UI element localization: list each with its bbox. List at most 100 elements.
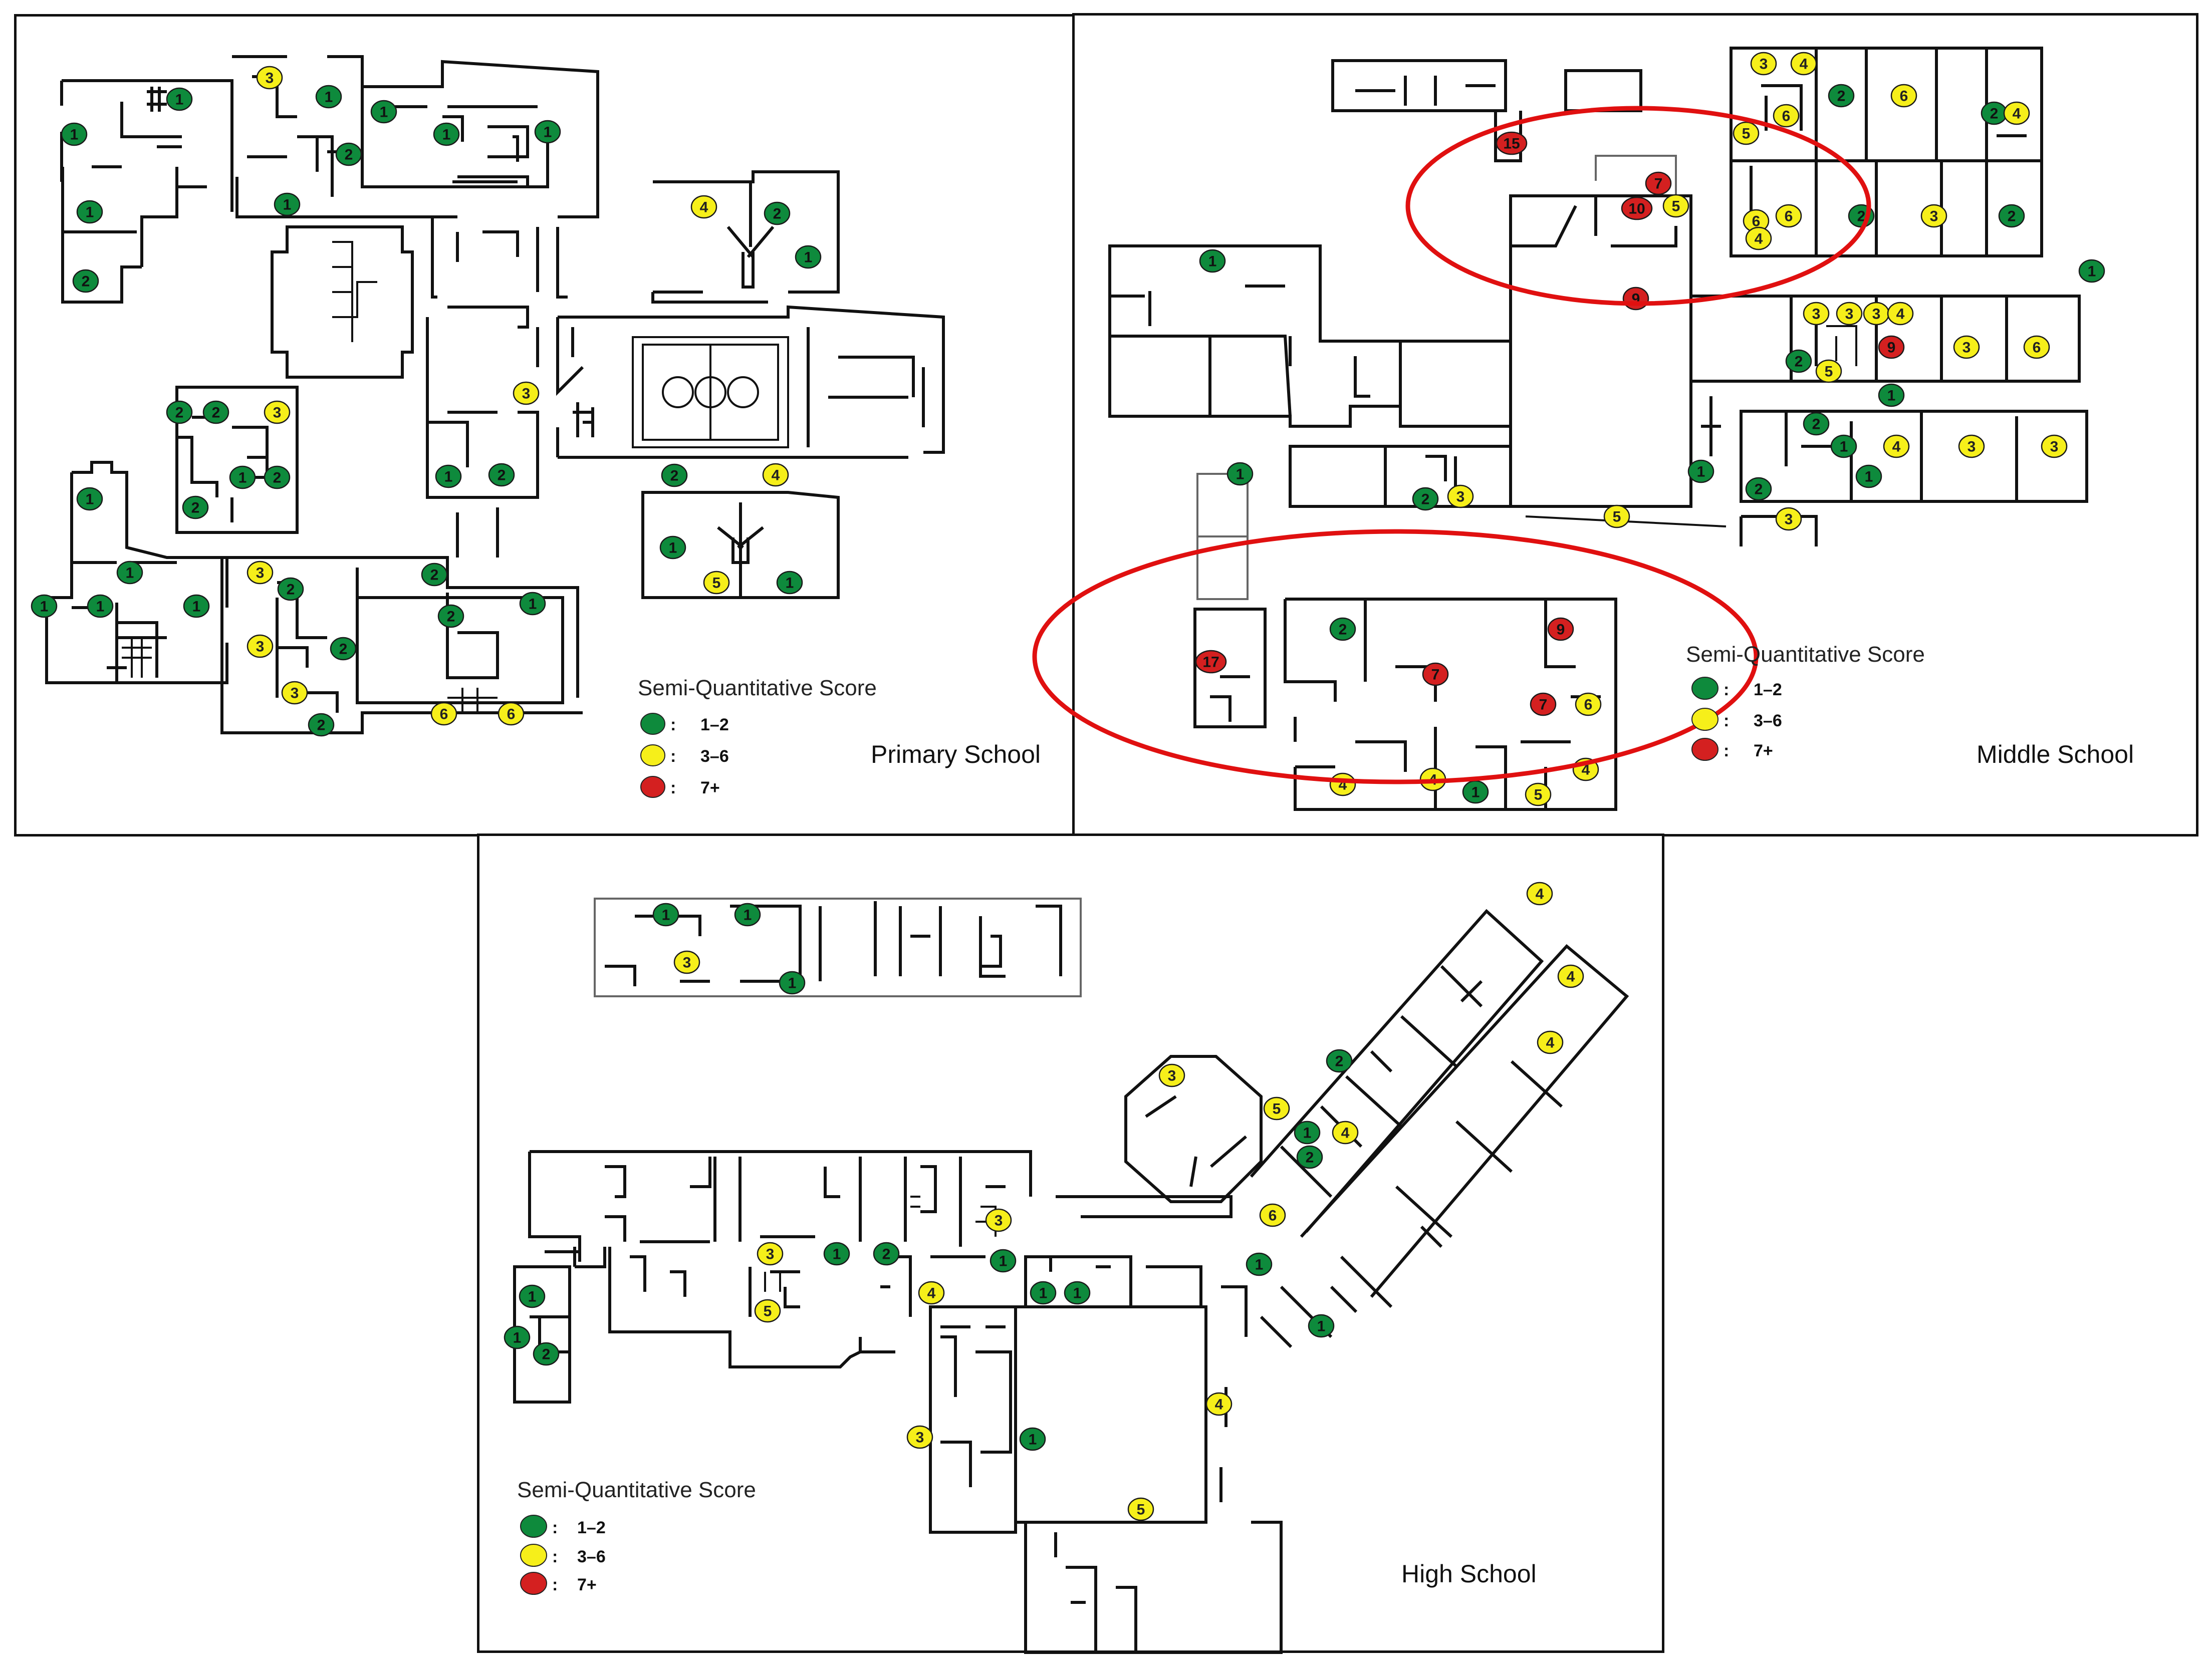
score-marker-value: 3 bbox=[256, 639, 265, 655]
score-marker-dot bbox=[247, 561, 274, 585]
score-marker-value: 9 bbox=[1557, 622, 1565, 638]
score-marker-value: 1 bbox=[86, 491, 94, 508]
score-marker: 1 bbox=[1855, 464, 1882, 488]
score-marker: 1 bbox=[433, 122, 460, 146]
score-marker: 3 bbox=[1958, 434, 1985, 458]
score-marker-dot bbox=[533, 1342, 560, 1366]
score-marker-value: 2 bbox=[1990, 106, 1999, 122]
score-marker-value: 1 bbox=[325, 89, 333, 106]
score-marker-value: 3 bbox=[256, 565, 265, 582]
highlight-circle-south bbox=[1032, 529, 1759, 784]
score-marker-dot bbox=[779, 971, 806, 995]
score-marker-value: 3 bbox=[1845, 306, 1854, 323]
score-marker-value: 1 bbox=[999, 1253, 1008, 1270]
score-marker-dot bbox=[433, 122, 460, 146]
score-marker-value: 4 bbox=[1567, 969, 1575, 985]
score-marker-dot bbox=[1790, 52, 1817, 76]
score-marker-value: 1 bbox=[444, 469, 453, 485]
score-marker-value: 2 bbox=[1795, 354, 1803, 370]
legend-label-green: 1–2 bbox=[700, 715, 729, 734]
score-marker-dot bbox=[1775, 204, 1802, 228]
score-marker: 5 bbox=[1127, 1497, 1154, 1521]
score-marker-value: 3 bbox=[995, 1213, 1003, 1229]
score-marker-value: 5 bbox=[712, 575, 721, 592]
score-marker-value: 3 bbox=[273, 405, 282, 421]
score-marker: 1 bbox=[659, 535, 686, 560]
score-marker-dot bbox=[72, 269, 99, 293]
score-marker-value: 2 bbox=[82, 273, 90, 290]
score-marker-dot bbox=[519, 592, 546, 616]
score-marker-value: 3 bbox=[683, 955, 691, 971]
score-marker: 1 bbox=[116, 561, 143, 585]
score-marker-value: 3 bbox=[766, 1246, 775, 1263]
score-marker-dot bbox=[1030, 1281, 1057, 1305]
score-marker-dot bbox=[1246, 1252, 1273, 1276]
legend-swatch-red bbox=[640, 776, 665, 798]
score-marker-dot bbox=[308, 713, 335, 737]
score-marker-value: 2 bbox=[430, 567, 439, 584]
score-marker-dot bbox=[1883, 434, 1910, 458]
score-marker-value: 2 bbox=[1755, 481, 1763, 498]
score-marker-value: 1 bbox=[1255, 1257, 1264, 1273]
score-marker-dot bbox=[61, 122, 88, 146]
score-marker-value: 3 bbox=[1968, 439, 1976, 455]
score-marker-value: 5 bbox=[1742, 126, 1751, 142]
legend-swatch-red bbox=[520, 1572, 547, 1595]
score-marker-value: 1 bbox=[1073, 1285, 1082, 1302]
score-marker-value: 7 bbox=[1654, 176, 1663, 192]
score-marker-value: 3 bbox=[291, 685, 299, 702]
score-marker-dot bbox=[335, 142, 362, 166]
score-marker: 3 bbox=[264, 400, 291, 424]
score-marker-dot bbox=[330, 637, 357, 661]
score-marker: 3 bbox=[1863, 302, 1890, 326]
score-marker-dot bbox=[31, 594, 58, 618]
score-marker-value: 2 bbox=[317, 717, 326, 734]
score-marker: 3 bbox=[2041, 434, 2068, 458]
score-marker-value: 6 bbox=[440, 706, 448, 723]
score-marker-value: 1 bbox=[669, 540, 677, 557]
legend-label-red: 7+ bbox=[700, 778, 720, 797]
legend-label-yellow: 3–6 bbox=[700, 747, 729, 766]
score-marker-value: 1 bbox=[1471, 784, 1480, 801]
legend-swatch-yellow bbox=[640, 744, 665, 766]
score-marker-dot bbox=[659, 535, 686, 560]
score-marker: 4 bbox=[1883, 434, 1910, 458]
score-marker-value: 2 bbox=[1857, 208, 1866, 225]
score-marker-dot bbox=[513, 381, 540, 405]
score-marker-dot bbox=[762, 463, 789, 487]
score-marker: 1 bbox=[2078, 259, 2105, 283]
score-marker: 7 bbox=[1422, 662, 1449, 686]
score-marker-dot bbox=[1920, 204, 1947, 228]
score-marker: 1 bbox=[274, 192, 301, 216]
score-marker-value: 3 bbox=[522, 386, 531, 402]
score-marker-dot bbox=[661, 463, 688, 487]
score-marker-value: 3 bbox=[1168, 1068, 1176, 1084]
score-marker: 1 bbox=[1687, 459, 1714, 483]
score-marker-value: 2 bbox=[273, 470, 282, 486]
score-marker: 5 bbox=[1263, 1096, 1290, 1121]
score-marker: 1 bbox=[519, 592, 546, 616]
score-marker-value: 1 bbox=[528, 1289, 537, 1305]
score-marker-value: 5 bbox=[1534, 787, 1543, 803]
score-marker: 1 bbox=[734, 903, 761, 927]
score-marker: 4 bbox=[1205, 1392, 1233, 1416]
score-marker-dot bbox=[488, 463, 515, 487]
score-marker-dot bbox=[1064, 1281, 1091, 1305]
score-marker-dot bbox=[1326, 1049, 1353, 1073]
score-marker-value: 2 bbox=[447, 609, 455, 625]
score-marker-value: 7 bbox=[1539, 697, 1548, 713]
score-marker: 3 bbox=[757, 1242, 784, 1266]
legend-colon: : bbox=[552, 1547, 558, 1566]
score-marker-dot bbox=[1855, 464, 1882, 488]
score-marker-value: 1 bbox=[1840, 439, 1848, 455]
score-marker-dot bbox=[985, 1208, 1012, 1232]
score-marker: 1 bbox=[795, 245, 822, 269]
high-floorplan-walls bbox=[513, 898, 1629, 1654]
score-marker: 1 bbox=[166, 87, 193, 111]
score-marker-dot bbox=[1887, 302, 1914, 326]
score-marker-value: 2 bbox=[1421, 491, 1430, 508]
score-marker: 3 bbox=[247, 561, 274, 585]
score-marker-dot bbox=[264, 465, 291, 489]
